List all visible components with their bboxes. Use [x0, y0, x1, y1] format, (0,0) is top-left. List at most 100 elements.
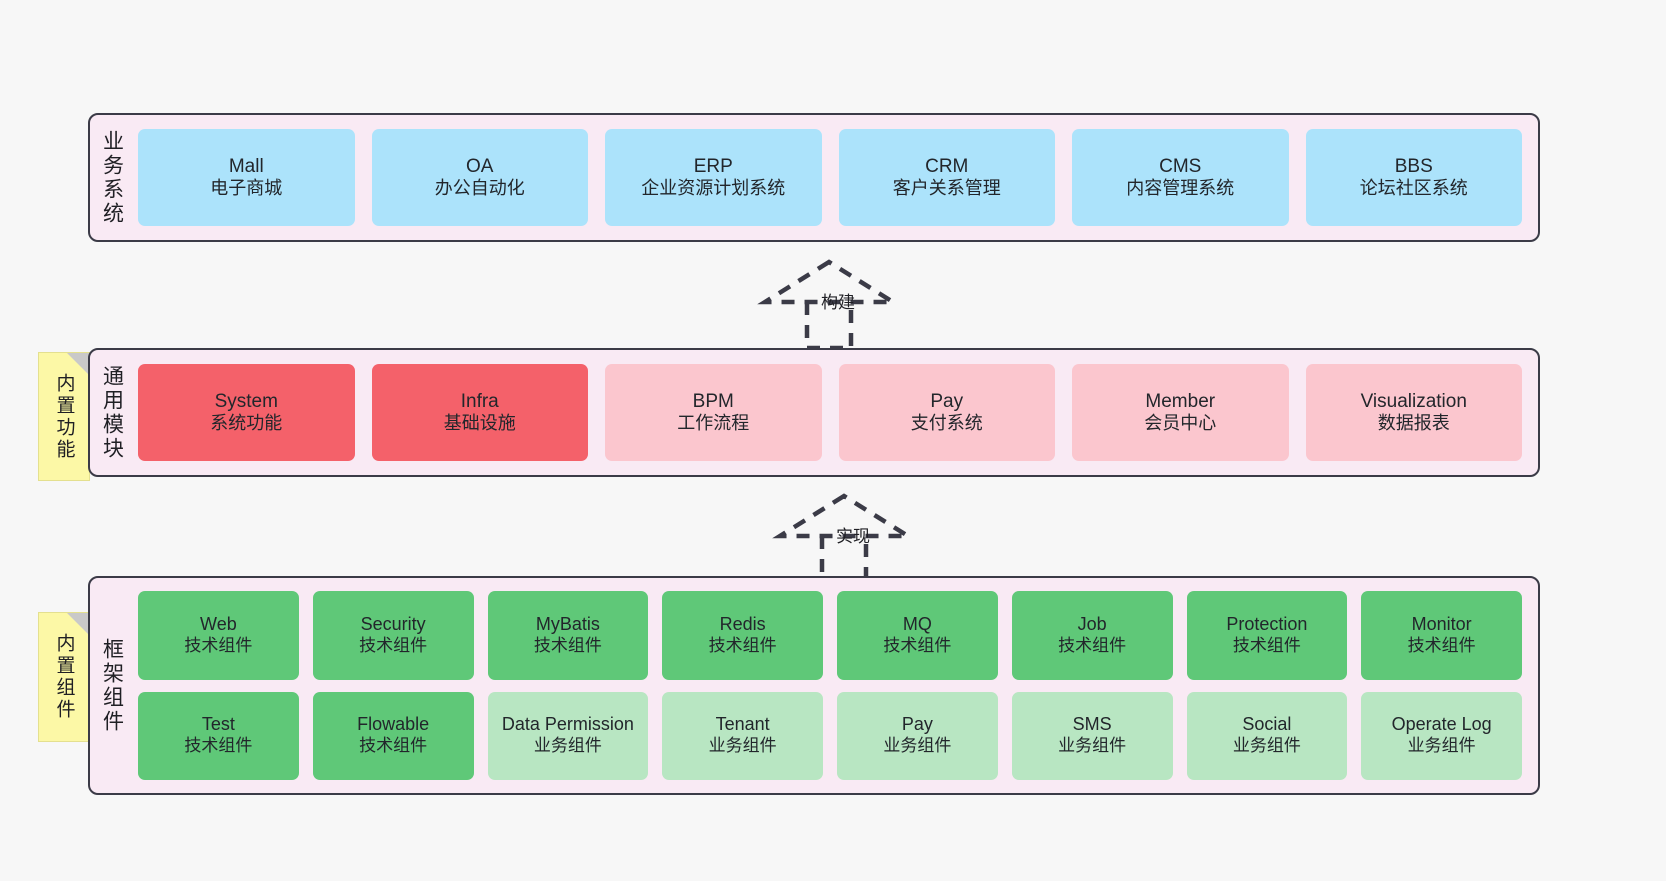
- card-cms[interactable]: CMS 内容管理系统: [1072, 129, 1289, 226]
- card-title-cn: 工作流程: [677, 413, 750, 434]
- card-title-en: Job: [1077, 613, 1107, 634]
- card-title-cn: 业务组件: [533, 736, 602, 756]
- card-operate-log[interactable]: Operate Log 业务组件: [1361, 691, 1522, 780]
- card-title-cn: 技术组件: [1058, 635, 1127, 655]
- card-title-cn: 内容管理系统: [1126, 178, 1235, 199]
- arrow-implement: 实现: [760, 484, 940, 585]
- card-title-en: Tenant: [715, 714, 770, 735]
- card-title-cn: 业务组件: [883, 736, 952, 756]
- arrow-implement-label: 实现: [836, 527, 870, 546]
- card-erp[interactable]: ERP 企业资源计划系统: [605, 129, 822, 226]
- layer-title-framework: 框架组件: [100, 637, 124, 734]
- card-title-en: MyBatis: [535, 613, 600, 634]
- card-title-cn: 业务组件: [1058, 736, 1127, 756]
- note-fold-corner-icon: [67, 613, 89, 635]
- card-bbs[interactable]: BBS 论坛社区系统: [1305, 129, 1522, 226]
- card-tenant[interactable]: Tenant 业务组件: [662, 691, 823, 780]
- card-pay-biz[interactable]: Pay 业务组件: [837, 691, 998, 780]
- card-sms[interactable]: SMS 业务组件: [1011, 691, 1173, 780]
- card-title-en: Pay: [901, 714, 933, 735]
- card-mall[interactable]: Mall 电子商城: [138, 129, 355, 226]
- card-title-cn: 业务组件: [708, 736, 777, 756]
- card-title-cn: 技术组件: [1407, 635, 1476, 655]
- card-web[interactable]: Web 技术组件: [138, 591, 299, 680]
- layer-title-common: 通用模块: [100, 364, 124, 461]
- card-security[interactable]: Security 技术组件: [312, 591, 474, 680]
- card-mybatis[interactable]: MyBatis 技术组件: [487, 591, 649, 680]
- card-pay[interactable]: Pay 支付系统: [838, 364, 1055, 461]
- card-title-en: Pay: [930, 390, 964, 412]
- framework-card-grid: Web 技术组件 Security 技术组件 MyBatis 技术组件 Redi…: [134, 578, 1538, 793]
- arrow-implement-glyph: [772, 493, 916, 585]
- card-infra[interactable]: Infra 基础设施: [371, 364, 588, 461]
- card-oa[interactable]: OA 办公自动化: [371, 129, 588, 226]
- card-title-en: System: [214, 390, 278, 412]
- card-redis[interactable]: Redis 技术组件: [662, 591, 823, 680]
- card-title-cn: 技术组件: [533, 635, 602, 655]
- arrow-build-label: 构建: [821, 293, 855, 312]
- card-title-cn: 技术组件: [1232, 635, 1301, 655]
- card-test[interactable]: Test 技术组件: [138, 691, 299, 780]
- card-visualization[interactable]: Visualization 数据报表: [1305, 364, 1522, 461]
- layer-title-business: 业务系统: [100, 129, 124, 226]
- card-title-en: Security: [360, 613, 426, 634]
- card-title-en: BBS: [1394, 155, 1433, 177]
- card-title-en: BPM: [692, 390, 734, 412]
- card-title-en: Flowable: [357, 714, 430, 735]
- card-title-cn: 电子商城: [210, 178, 283, 199]
- card-title-cn: 技术组件: [184, 635, 253, 655]
- note-builtin-components: 内置组件: [38, 612, 90, 742]
- card-title-cn: 企业资源计划系统: [641, 178, 786, 199]
- card-title-cn: 技术组件: [708, 635, 777, 655]
- card-title-cn: 技术组件: [883, 635, 952, 655]
- card-job[interactable]: Job 技术组件: [1011, 591, 1173, 680]
- card-title-cn: 技术组件: [359, 736, 428, 756]
- card-title-en: Infra: [460, 390, 499, 412]
- card-title-en: Redis: [719, 613, 766, 634]
- layer-framework-components: 框架组件 Web 技术组件 Security 技术组件 MyBatis 技术组件…: [88, 576, 1540, 795]
- card-title-en: Test: [201, 714, 235, 735]
- card-title-en: Visualization: [1360, 390, 1467, 412]
- framework-row-biz: Test 技术组件 Flowable 技术组件 Data Permission …: [138, 691, 1522, 780]
- card-title-cn: 论坛社区系统: [1359, 178, 1468, 199]
- card-title-cn: 客户关系管理: [892, 178, 1001, 199]
- card-monitor[interactable]: Monitor 技术组件: [1361, 591, 1522, 680]
- card-title-cn: 基础设施: [443, 413, 516, 434]
- framework-row-tech: Web 技术组件 Security 技术组件 MyBatis 技术组件 Redi…: [138, 591, 1522, 680]
- note-text: 内置组件: [53, 633, 75, 721]
- card-mq[interactable]: MQ 技术组件: [837, 591, 998, 680]
- card-title-en: MQ: [902, 613, 932, 634]
- card-title-en: SMS: [1072, 714, 1112, 735]
- card-title-en: Member: [1145, 390, 1216, 412]
- card-protection[interactable]: Protection 技术组件: [1186, 591, 1348, 680]
- card-system[interactable]: System 系统功能: [138, 364, 355, 461]
- card-title-en: Monitor: [1411, 613, 1472, 634]
- card-title-en: Social: [1242, 714, 1292, 735]
- card-title-en: Data Permission: [501, 714, 634, 735]
- note-builtin-features: 内置功能: [38, 352, 90, 481]
- note-text: 内置功能: [53, 372, 75, 461]
- card-title-en: CMS: [1159, 155, 1202, 177]
- card-title-cn: 办公自动化: [434, 178, 525, 199]
- card-crm[interactable]: CRM 客户关系管理: [838, 129, 1055, 226]
- layer-common-modules: 通用模块 System 系统功能 Infra 基础设施 BPM 工作流程 Pay…: [88, 348, 1540, 477]
- card-social[interactable]: Social 业务组件: [1186, 691, 1348, 780]
- arrow-build: 构建: [745, 250, 925, 351]
- card-bpm[interactable]: BPM 工作流程: [605, 364, 822, 461]
- card-title-cn: 业务组件: [1407, 736, 1476, 756]
- card-title-cn: 技术组件: [359, 635, 428, 655]
- card-title-cn: 会员中心: [1144, 413, 1217, 434]
- card-title-cn: 支付系统: [910, 413, 983, 434]
- card-flowable[interactable]: Flowable 技术组件: [312, 691, 474, 780]
- arrow-build-glyph: [757, 259, 901, 351]
- layer-business-systems: 业务系统 Mall 电子商城 OA 办公自动化 ERP 企业资源计划系统 CRM…: [88, 113, 1540, 242]
- card-title-cn: 系统功能: [210, 413, 283, 434]
- card-data-permission[interactable]: Data Permission 业务组件: [487, 691, 649, 780]
- card-title-en: CRM: [925, 155, 969, 177]
- note-fold-corner-icon: [67, 353, 89, 375]
- card-member[interactable]: Member 会员中心: [1072, 364, 1289, 461]
- card-title-en: Mall: [228, 155, 264, 177]
- card-title-en: OA: [466, 155, 494, 177]
- card-title-cn: 数据报表: [1377, 413, 1450, 434]
- card-title-en: ERP: [693, 155, 733, 177]
